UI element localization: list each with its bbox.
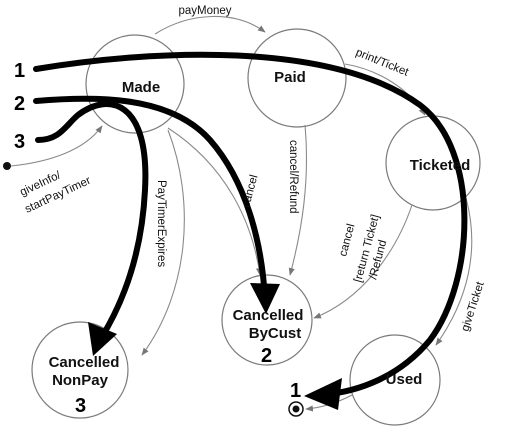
- scenario-path-3: [35, 101, 149, 343]
- transition-label-cancel: cancel: [240, 174, 260, 209]
- state-label-paid: Paid: [274, 69, 306, 86]
- scenario-path-1: [33, 51, 468, 398]
- scenario-arrowhead-2: [250, 283, 280, 314]
- scenario-arrowhead-1: [304, 378, 342, 410]
- scenario-number-end-3: 3: [75, 395, 86, 417]
- arrow-give-ticket: [435, 197, 473, 346]
- state-cancelled-nonpay: [31, 321, 129, 419]
- transition-label-cancel-refund: cancel/Refund: [287, 140, 299, 214]
- state-label-cancelled-nonpay-2: NonPay: [52, 372, 109, 389]
- arrow-cancel-return-ticket: [313, 204, 413, 319]
- state-label-cancelled-nonpay-1: Cancelled: [49, 354, 120, 371]
- arrow-pay-money: [154, 15, 266, 35]
- scenario-number-end-1: 1: [290, 380, 301, 402]
- arrow-pay-timer-expires: [141, 129, 185, 356]
- transition-label-pay-timer-expires: PayTimerExpires: [155, 180, 167, 267]
- scenario-number-start-3: 3: [14, 131, 25, 153]
- scenario-number-end-2: 2: [261, 345, 272, 367]
- state-label-used: Used: [386, 371, 423, 388]
- state-label-cancelled-by-cust-1: Cancelled: [233, 307, 304, 324]
- scenario-arrowhead-3: [88, 322, 117, 356]
- transition-label-cancel-return-1: cancel: [337, 223, 357, 258]
- state-label-ticketed: Ticketed: [410, 157, 471, 174]
- state-label-cancelled-by-cust-2: ByCust: [249, 325, 302, 342]
- transition-label-pay-money: payMoney: [178, 5, 231, 17]
- scenario-number-start-2: 2: [14, 93, 25, 115]
- state-label-made: Made: [122, 79, 160, 96]
- state-cancelled-by-cust: [221, 274, 313, 366]
- final-state-marker: [288, 401, 304, 417]
- scenario-path-2: [33, 95, 268, 303]
- scenario-number-start-1: 1: [14, 60, 25, 82]
- arrow-cancel: [167, 127, 263, 276]
- transition-label-give-ticket: giveTicket: [459, 280, 487, 333]
- arrow-cancel-refund: [288, 124, 308, 276]
- state-used: [349, 334, 441, 426]
- state-paid: [247, 28, 347, 128]
- initial-state-dot: [3, 162, 11, 170]
- arrow-give-info: [10, 125, 103, 167]
